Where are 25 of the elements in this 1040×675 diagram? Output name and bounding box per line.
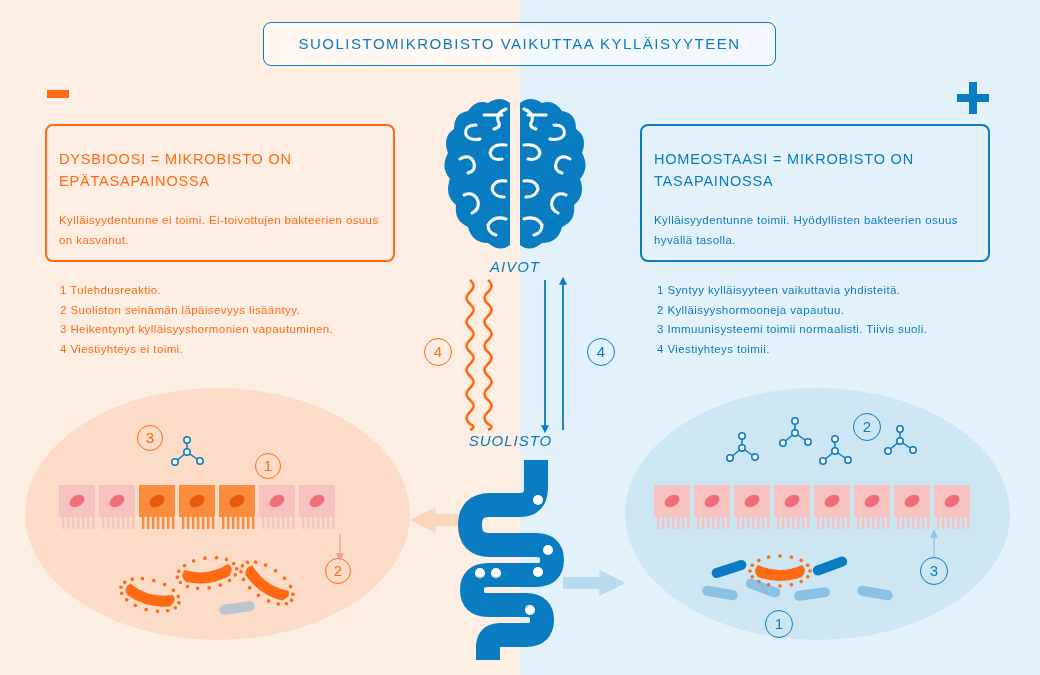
arrow: [336, 533, 344, 562]
list-item: 2 Suoliston seinämän läpäisevyys lisääntyy.: [60, 303, 301, 316]
block-arrow: [563, 570, 626, 596]
box-heading: DYSBIOOSI = MIKROBISTO ON EPÄTASAPAINOSSA: [59, 150, 293, 191]
list-item: 1 Syntyy kylläisyyteen vaikuttavia yhdisteitä.: [657, 284, 901, 296]
box-heading: HOMEOSTAASI = MIKROBISTO ON TASAPAINOSSA: [654, 150, 915, 191]
info-box: [45, 124, 395, 262]
arrow: [930, 529, 938, 558]
title-box: SUOLISTOMIKROBISTO VAIKUTTAA KYLLÄISYYTEEN: [263, 22, 776, 66]
list-item: 4 Viestiyhteys ei toimi.: [60, 342, 184, 355]
organ-label: AIVOT: [488, 258, 541, 275]
arrow: [559, 276, 567, 431]
list-item: 2 Kylläisyyshormooneja vapautuu.: [657, 303, 845, 316]
wavy-line: [465, 279, 475, 432]
list-item: 1 Tulehdusreaktio.: [60, 284, 162, 296]
list-item: 3 Immuunisysteemi toimii normaalisti. Tiivis suoli.: [657, 323, 928, 335]
organ-label: SUOLISTO: [467, 432, 554, 449]
block-arrow: [409, 507, 458, 533]
list-item: 3 Heikentynyt kylläisyyshormonien vapautuminen.: [60, 323, 334, 335]
box-text: Kylläisyydentunne ei toimi. Ei-toivottujen bakteerien osuus on kasvanut.: [59, 213, 380, 248]
info-box: [640, 124, 990, 262]
list-item: 4 Viestiyhteys toimii.: [657, 342, 770, 355]
box-text: Kylläisyydentunne toimii. Hyödyllisten bakteerien osuus hyvällä tasolla.: [654, 213, 959, 248]
arrow: [541, 279, 549, 434]
wavy-line: [483, 279, 493, 432]
